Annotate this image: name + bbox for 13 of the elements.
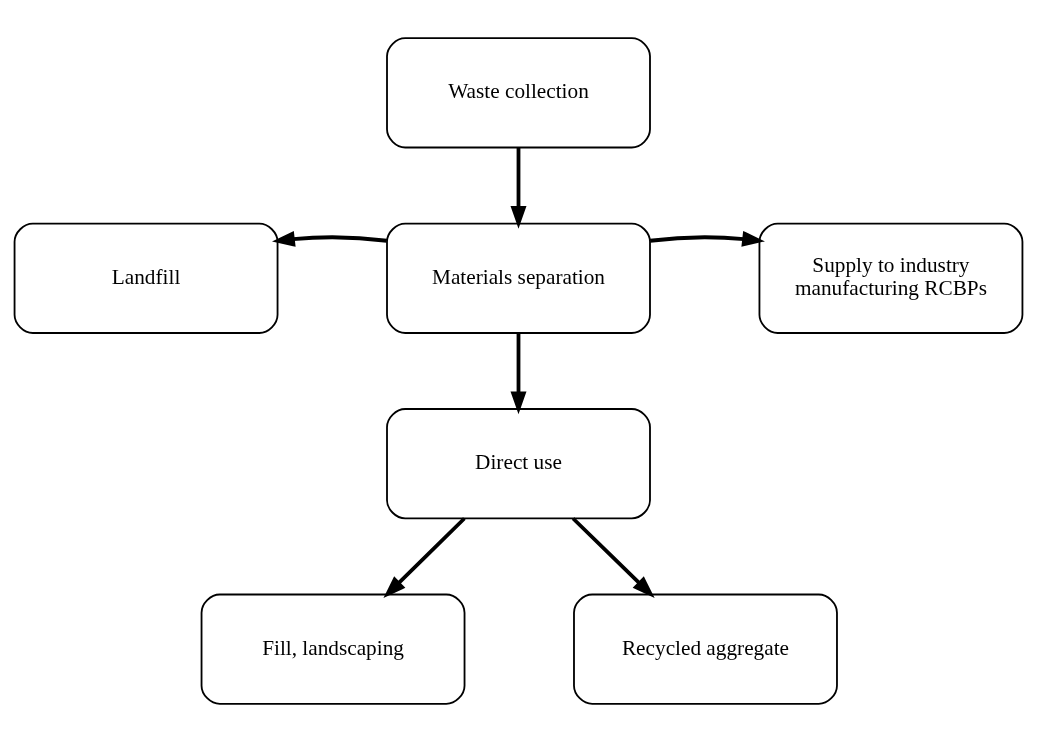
node-box: Direct use (386, 407, 651, 519)
node-box: Supply to industry manufacturing RCBPs (758, 222, 1024, 334)
node-box: Landfill (13, 222, 279, 334)
arrow (510, 147, 527, 229)
arrow (272, 230, 388, 247)
node-box: Recycled aggregate (573, 593, 838, 705)
arrow (383, 516, 466, 598)
node-box: Materials separation (386, 222, 651, 334)
arrow (649, 230, 765, 247)
node-box: Fill, landscaping (200, 593, 466, 705)
node-box: Waste collection (386, 36, 651, 148)
arrow (571, 516, 655, 598)
arrow (510, 332, 527, 414)
